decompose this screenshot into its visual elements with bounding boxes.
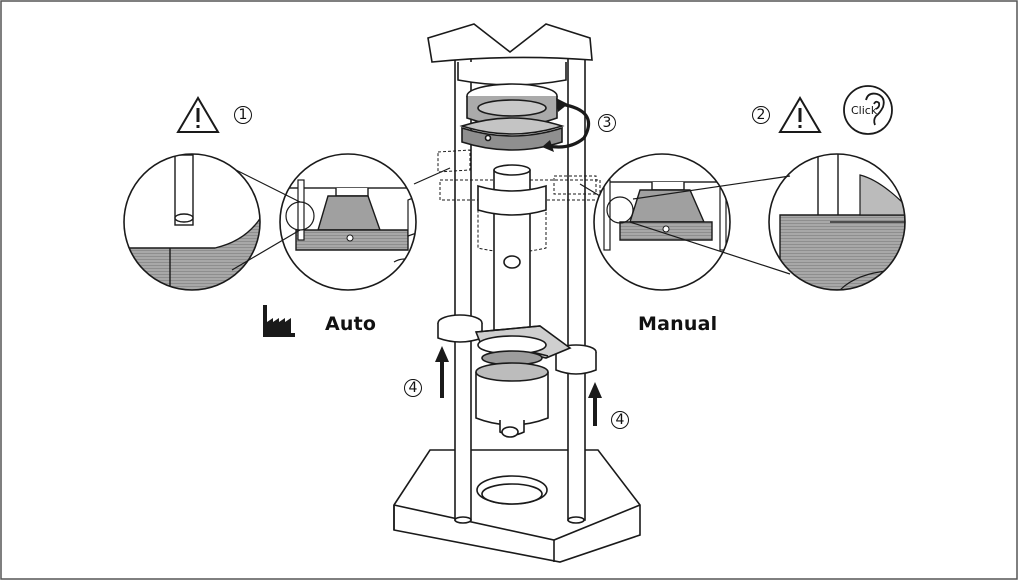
step-number-4-left: 4 (404, 379, 422, 397)
top-chuck (459, 83, 565, 151)
warning-triangle-icon-right (778, 96, 822, 133)
manual-label: Manual (638, 313, 718, 335)
columns (454, 29, 586, 524)
auto-label: Auto (325, 313, 377, 335)
step-number-1: 1 (234, 106, 252, 124)
right-detail-inner (594, 154, 730, 290)
factory-icon (263, 305, 295, 337)
lower-chuck (475, 335, 549, 438)
center-shaft (477, 164, 547, 331)
base-plate (393, 449, 641, 563)
up-arrow-icon-right (588, 382, 602, 426)
step-number-3: 3 (598, 114, 616, 132)
warning-triangle-icon-left (176, 96, 220, 133)
up-arrow-icon-left (435, 346, 449, 398)
top-cover (427, 23, 593, 86)
left-detail-inner (280, 154, 416, 290)
rotate-arrow-icon (547, 102, 591, 149)
click-label: Click (851, 104, 878, 117)
right-detail-outer (769, 154, 905, 290)
ear-click-icon (843, 85, 893, 135)
left-detail-outer (124, 154, 260, 290)
step-number-4-right: 4 (611, 411, 629, 429)
step-number-2: 2 (752, 106, 770, 124)
